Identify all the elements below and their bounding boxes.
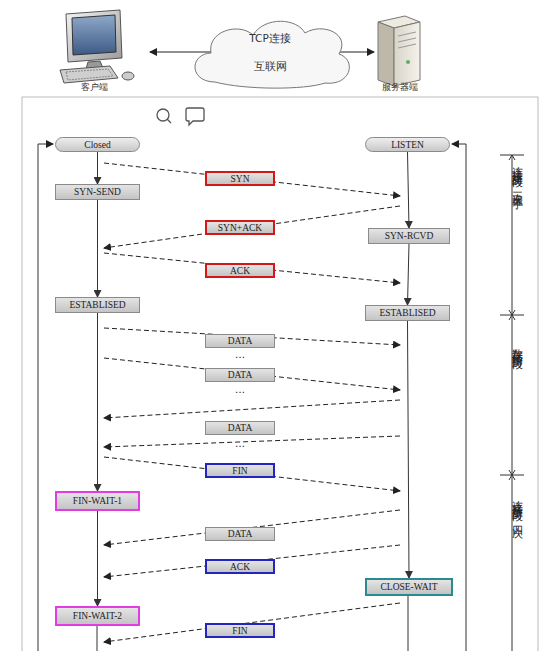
node-text: TCP连接 [249, 32, 290, 46]
state-box: CLOSE-WAIT [365, 578, 453, 596]
state-box: SYN-SEND [55, 184, 140, 200]
message-box: SYN+ACK [205, 220, 275, 235]
message-box: FIN [205, 463, 275, 478]
node-text: SYN+ACK [218, 223, 262, 233]
ellipsis: … [225, 438, 255, 450]
timeline-arrow [97, 511, 98, 606]
toolbar-icons [148, 100, 212, 132]
node-text: DATA [228, 336, 253, 346]
loop-line [38, 144, 53, 651]
node-text: SYN-SEND [74, 187, 121, 197]
phase-label: 数据传输阶段 [505, 340, 525, 450]
node-text: DATA [228, 370, 253, 380]
state-box: FIN-WAIT-2 [55, 606, 140, 626]
message-box: DATA [205, 421, 275, 435]
phase-label: 连接建立阶段：三次握手 [505, 158, 525, 308]
node-text: FIN-WAIT-2 [73, 611, 122, 621]
node-text: FIN [232, 466, 247, 476]
node-text: Closed [84, 140, 110, 150]
timeline-arrow [408, 321, 410, 578]
loop-line [452, 144, 466, 651]
node-text: DATA [228, 423, 253, 433]
cloud-outline [195, 21, 349, 88]
message-box: FIN [205, 623, 275, 638]
state-box: FIN-WAIT-1 [55, 491, 140, 511]
device-label: 服务器端 [370, 81, 430, 93]
state-box: ESTABLISED [55, 297, 140, 313]
timeline-arrow [408, 244, 410, 305]
state-box: SYN-RCVD [368, 228, 450, 244]
server-illustration [378, 16, 420, 86]
node-text: ACK [230, 562, 250, 572]
phase-bracket [500, 155, 524, 651]
node-text: ESTABLISED [379, 308, 435, 318]
ellipsis: … [225, 384, 255, 396]
timeline [408, 595, 409, 651]
device-label: 客户端 [66, 81, 122, 93]
cloud-shape: TCP连接互联网 [185, 16, 355, 90]
node-text: 互联网 [254, 60, 287, 74]
message-box: SYN [205, 171, 275, 186]
message-box: ACK [205, 263, 275, 278]
node-text: SYN [230, 174, 249, 184]
ellipsis: … [225, 349, 255, 361]
computer-illustration [60, 10, 134, 83]
timeline [97, 626, 98, 651]
node-text: CLOSE-WAIT [381, 582, 438, 592]
node-text: FIN [232, 626, 247, 636]
timeline-arrow [408, 152, 410, 228]
cloud-outline [185, 16, 355, 90]
timeline-arrow [97, 152, 98, 184]
phase-label: 连接释放阶段：四次 [505, 492, 525, 651]
node-text: DATA [228, 529, 253, 539]
timeline-arrow [97, 200, 98, 297]
message-box: DATA [205, 368, 275, 382]
node-text: SYN-RCVD [385, 231, 434, 241]
timeline-arrow [97, 313, 98, 491]
message-box: ACK [205, 559, 275, 574]
node-text: FIN-WAIT-1 [73, 496, 122, 506]
frame [22, 97, 538, 651]
message-box: DATA [205, 334, 275, 348]
message-box: DATA [205, 527, 275, 541]
message-arrows [104, 163, 400, 642]
node-text: ESTABLISED [69, 300, 125, 310]
state-box: ESTABLISED [365, 305, 450, 321]
state-pill: LISTEN [365, 137, 450, 152]
node-text: LISTEN [391, 140, 424, 150]
state-pill: Closed [55, 137, 140, 152]
node-text: ACK [230, 266, 250, 276]
